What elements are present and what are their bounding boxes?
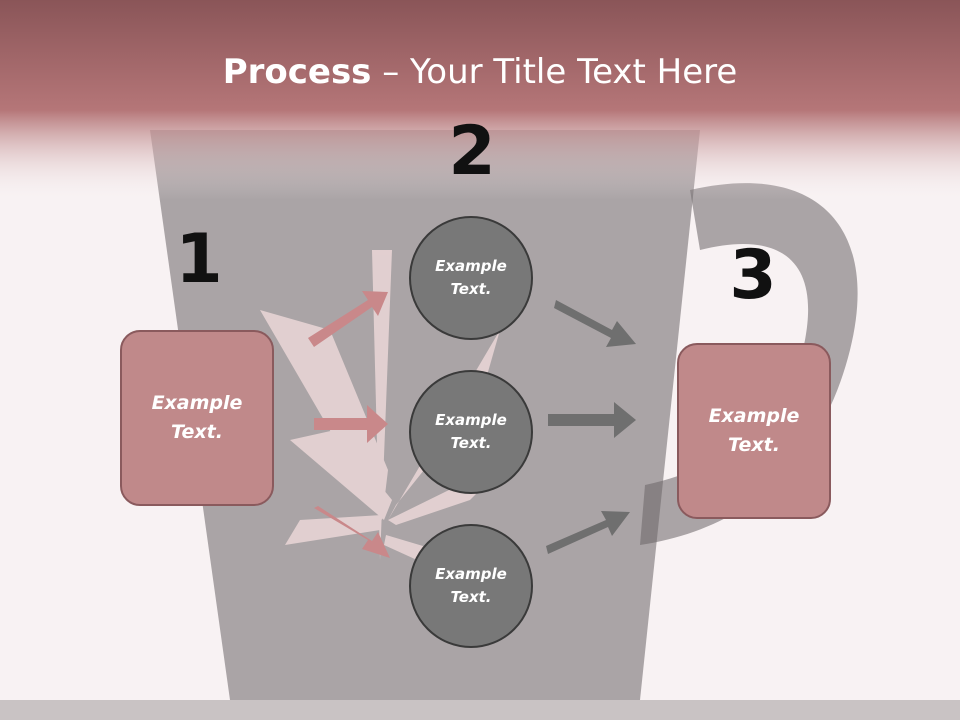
step-2-circle-1: Example Text. bbox=[409, 216, 533, 340]
title-bold: Process bbox=[222, 52, 372, 92]
step-3-number: 3 bbox=[729, 236, 777, 315]
step-1-box: Example Text. bbox=[120, 330, 274, 506]
step-3-box: Example Text. bbox=[677, 343, 831, 519]
step-2-number: 2 bbox=[448, 112, 496, 191]
arrow-out-1 bbox=[554, 300, 636, 347]
circle-2-text: Example Text. bbox=[435, 411, 507, 452]
page-title: Process – Your Title Text Here bbox=[0, 52, 960, 92]
step-2-circle-3: Example Text. bbox=[409, 524, 533, 648]
step-2-circle-2: Example Text. bbox=[409, 370, 533, 494]
step-3-text: Example Text. bbox=[708, 405, 800, 456]
step-1-number: 1 bbox=[175, 220, 223, 299]
arrow-icon bbox=[308, 291, 390, 558]
arrow-out-3 bbox=[546, 511, 630, 554]
step-1-text: Example Text. bbox=[151, 392, 243, 443]
arrow-in-2 bbox=[314, 405, 388, 443]
arrow-out-2 bbox=[548, 402, 636, 438]
circle-1-text: Example Text. bbox=[435, 257, 507, 298]
circle-3-text: Example Text. bbox=[435, 565, 507, 606]
arrow-in-3 bbox=[314, 506, 390, 558]
arrow-in-1 bbox=[308, 291, 388, 347]
title-rest: – Your Title Text Here bbox=[371, 52, 738, 92]
